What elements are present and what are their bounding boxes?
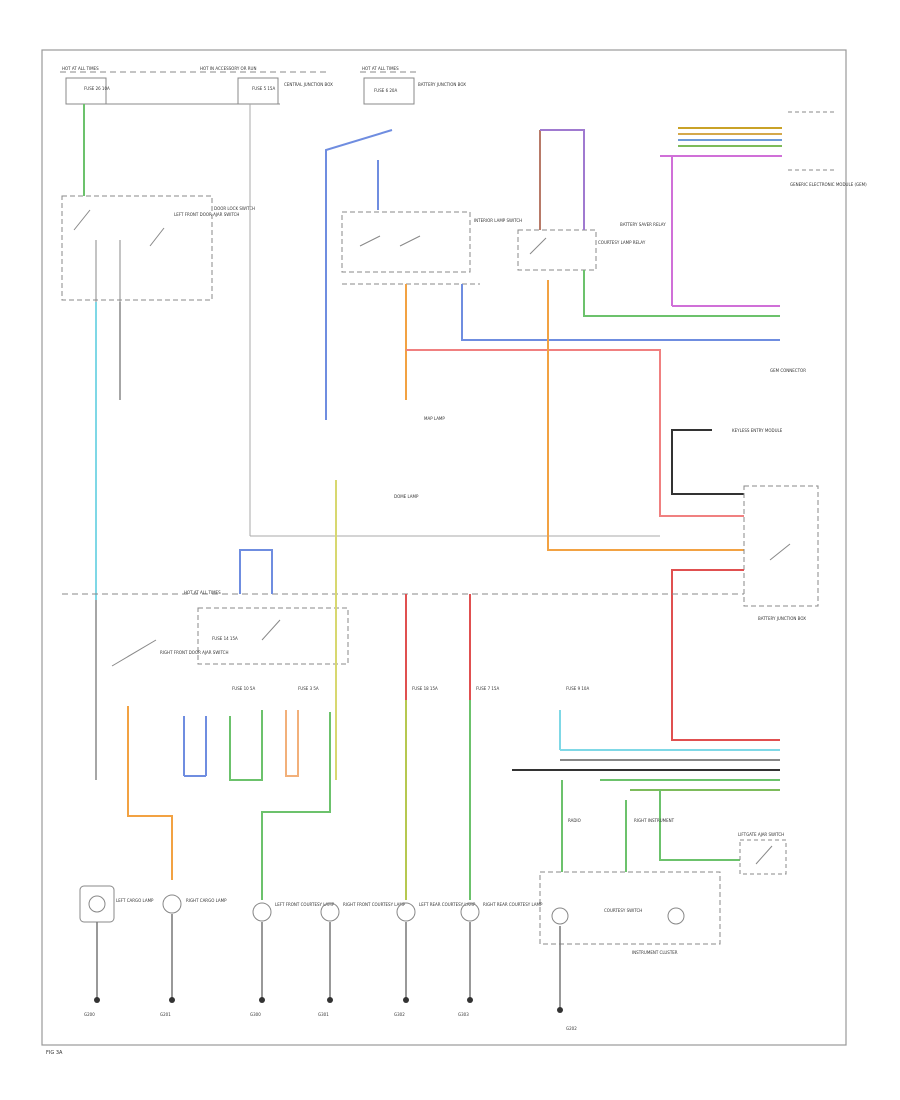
label-dome-lamp: DOME LAMP — [394, 494, 419, 499]
label-hot-all-times-lower: HOT AT ALL TIMES — [184, 590, 221, 595]
label-map-lamp: MAP LAMP — [424, 416, 445, 421]
label-left-cargo-lamp: LEFT CARGO LAMP — [116, 898, 154, 903]
ground-wires — [96, 914, 561, 1010]
label-courtesy-switch: COURTESY SWITCH — [604, 908, 642, 913]
label-battery-junction: BATTERY JUNCTION BOX — [418, 82, 466, 87]
top-left-fuse-block — [60, 71, 330, 105]
wire-blue-horiz — [461, 284, 780, 341]
wire-blue-loop — [239, 549, 273, 594]
wire-orange-relay — [547, 280, 744, 551]
label-battery-saver-relay: BATTERY SAVER RELAY — [620, 222, 666, 227]
wire-orange-lower — [127, 706, 173, 880]
label-fuse-lower-f: FUSE 9 10A — [566, 686, 589, 691]
label-gem-connector: GEM CONNECTOR — [770, 368, 806, 373]
label-fuse-lower-e: FUSE 7 15A — [476, 686, 499, 691]
label-right-instrument: RIGHT INSTRUMENT — [634, 818, 675, 823]
label-hot-accessory: HOT IN ACCESSORY OR RUN — [200, 66, 256, 71]
wire-red-right — [671, 569, 780, 741]
label-ground-rh: G201 — [160, 1012, 171, 1017]
label-right-rear-courtesy: RIGHT REAR COURTESY LAMP — [483, 902, 543, 907]
label-gem-top: GENERIC ELECTRONIC MODULE (GEM) — [790, 182, 867, 187]
label-ground-lh: G200 — [84, 1012, 95, 1017]
label-hot-all-times-left: HOT AT ALL TIMES — [62, 66, 99, 71]
label-interior-lamp-switch: INTERIOR LAMP SWITCH — [474, 218, 522, 223]
liftgate-switch-block — [739, 839, 787, 875]
label-fuse-top-left: FUSE 26 10A — [84, 86, 110, 91]
wire-blue-center — [325, 129, 393, 420]
label-hot-all-times-mid: HOT AT ALL TIMES — [362, 66, 399, 71]
top-mid-fuse-block — [360, 71, 416, 105]
label-courtesy-relay: COURTESY LAMP RELAY — [598, 240, 646, 245]
battery-saver-relay-box — [743, 485, 819, 607]
lamp-right-cargo — [162, 894, 182, 914]
wire-green-lower — [229, 710, 263, 781]
wire-green-relay — [583, 270, 780, 317]
door-ajar-switch-block — [61, 195, 213, 302]
label-left-front-courtesy: LEFT FRONT COURTESY LAMP — [275, 902, 335, 907]
label-central-junction: CENTRAL JUNCTION BOX — [284, 82, 333, 87]
label-ground-g: G202 — [566, 1026, 577, 1031]
label-fuse-lower-d: FUSE 18 15A — [412, 686, 438, 691]
label-right-cargo-lamp: RIGHT CARGO LAMP — [186, 898, 227, 903]
label-ground-c: G300 — [250, 1012, 261, 1017]
label-fuse-lower-a: FUSE 14 15A — [212, 636, 238, 641]
label-fuse-top-mid: FUSE 5 15A — [252, 86, 275, 91]
label-right-front-courtesy: RIGHT FRONT COURTESY LAMP — [343, 902, 406, 907]
label-left-rear-courtesy: LEFT REAR COURTESY LAMP — [419, 902, 476, 907]
wire-green-lamp — [261, 712, 331, 900]
label-ground-e: G302 — [394, 1012, 405, 1017]
ground-symbols — [94, 997, 563, 1013]
lamp-left-cargo — [79, 885, 115, 923]
label-ground-d: G301 — [318, 1012, 329, 1017]
courtesy-relay-block — [517, 229, 597, 271]
gem-connector-top — [660, 111, 836, 171]
lower-relay-block — [111, 607, 349, 667]
interior-lamp-switch-block — [341, 211, 480, 285]
label-fuse-top-right: FUSE 6 20A — [374, 88, 397, 93]
label-battery-junction-box: BATTERY JUNCTION BOX — [758, 616, 806, 621]
wire-pink-horiz — [406, 349, 744, 517]
lamp-right-front — [320, 902, 340, 922]
label-keyless: KEYLESS ENTRY MODULE — [732, 428, 783, 433]
lamp-right-rear — [460, 902, 480, 922]
wire-black-right — [671, 429, 744, 495]
wire-purple-top — [540, 129, 585, 230]
instrument-cluster-box — [539, 871, 721, 945]
label-door-lock-switch: DOOR LOCK SWITCH — [214, 206, 255, 211]
label-door-ajar-switch: LEFT FRONT DOOR AJAR SWITCH — [174, 212, 239, 217]
diagram-border — [41, 49, 847, 1046]
label-instrument-cluster: INSTRUMENT CLUSTER — [632, 950, 678, 955]
label-fuse-lower-b: FUSE 10 5A — [232, 686, 255, 691]
label-radio: RADIO — [568, 818, 581, 823]
footer-code: FIG 3A — [46, 1050, 63, 1056]
label-door-switch-rf: RIGHT FRONT DOOR AJAR SWITCH — [160, 650, 228, 655]
label-fuse-lower-c: FUSE 3 5A — [298, 686, 319, 691]
lamp-left-rear — [396, 902, 416, 922]
wire-salmon-lower — [285, 710, 299, 777]
label-ground-f: G303 — [458, 1012, 469, 1017]
wire-green-gem-down — [659, 790, 740, 861]
lamp-left-front — [252, 902, 272, 922]
label-liftgate-switch: LIFTGATE AJAR SWITCH — [738, 832, 784, 837]
